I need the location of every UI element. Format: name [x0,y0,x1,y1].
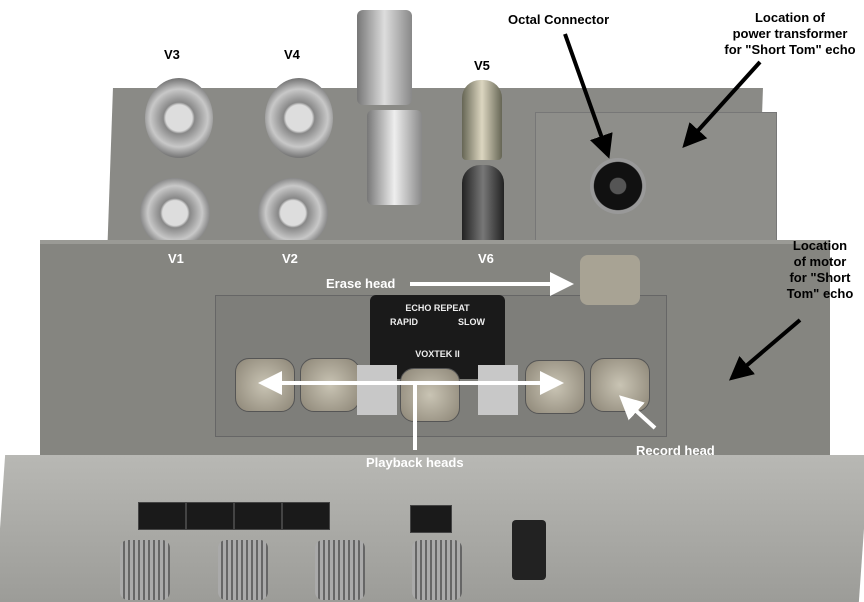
program-button[interactable] [410,505,452,533]
octal-connector-socket [590,158,646,214]
program-button[interactable] [282,502,330,530]
motor-arrow [728,318,802,381]
tube-v3 [145,78,213,158]
label-v2: V2 [282,251,298,266]
tube-v2 [258,178,328,248]
control-knob[interactable] [218,540,268,600]
control-knob[interactable] [120,540,170,600]
capacitor-can [367,110,422,205]
tube-v1 [140,178,210,248]
callout-line: of motor [793,254,847,269]
head-label-plate [478,365,518,415]
transformer-arrow [682,60,762,148]
transformer-mount-plate [535,112,777,264]
echo-panel-rapid: RAPID [389,317,418,327]
control-knob[interactable] [315,540,365,600]
callout-line: for "Short Tom" echo [724,42,856,57]
label-record-head: Record head [636,443,715,458]
program-button[interactable] [234,502,282,530]
label-v5: V5 [474,58,490,73]
control-knob[interactable] [412,540,462,600]
label-v6: V6 [478,251,494,266]
echo-panel-brand: VOXTEK II [415,349,460,359]
echo-panel-title: ECHO REPEAT [405,303,470,313]
head-label-plate [357,365,397,415]
label-motor: Location of motor for "Short Tom" echo [776,238,864,302]
record-head-arrow [619,395,657,430]
erase-head [580,255,640,305]
label-erase-head: Erase head [326,276,396,291]
program-button[interactable] [138,502,186,530]
octal-connector-arrow [563,33,613,159]
label-playback-heads: Playback heads [366,455,464,470]
capacitor-can [357,10,412,105]
tube-v5 [462,80,502,160]
label-octal-connector: Octal Connector [508,12,610,27]
echo-panel-slow: SLOW [457,317,485,327]
callout-line: Tom" echo [786,286,854,301]
callout-line: Location of [754,10,826,25]
tube-v4 [265,78,333,158]
toggle-switch[interactable] [512,520,546,580]
label-v1: V1 [168,251,184,266]
program-button[interactable] [186,502,234,530]
label-power-transformer: Location of power transformer for "Short… [720,10,860,58]
tube-v6 [462,165,504,245]
callout-line: for "Short [789,270,851,285]
callout-line: power transformer [732,26,848,41]
callout-line: Location [792,238,848,253]
label-v4: V4 [284,47,300,62]
label-v3: V3 [164,47,180,62]
playback-head [400,368,460,422]
